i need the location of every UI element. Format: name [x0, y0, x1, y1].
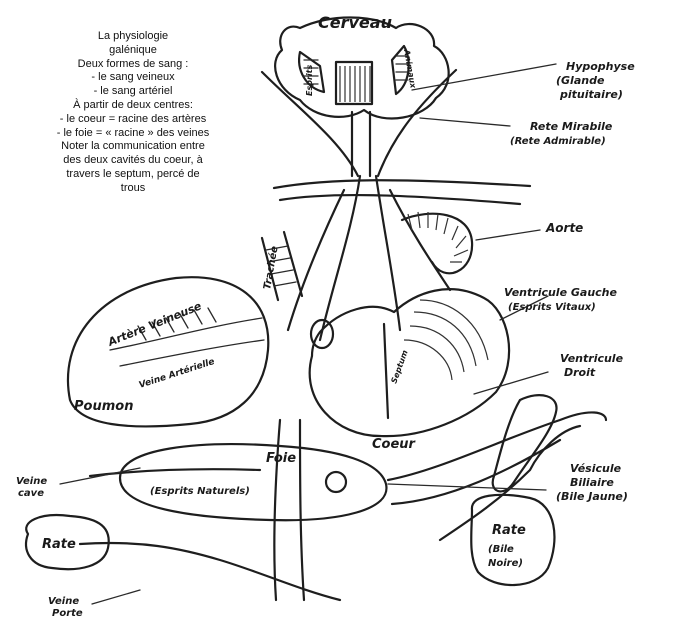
label-veine-cave-1: Veine [16, 476, 47, 487]
label-vesicule-3: (Bile Jaune) [556, 490, 628, 503]
label-bile-noire-1: (Bile [488, 544, 514, 555]
label-rate-left: Rate [42, 537, 76, 552]
caption-line: - le foie = « racine » des veines [2, 127, 264, 141]
caption-line: Deux formes de sang : [2, 58, 264, 72]
label-veine-arterielle: Veine Artérielle [138, 356, 216, 391]
label-ventricule-gauche-2: (Esprits Vitaux) [508, 302, 596, 313]
label-ventricule-droit-1: Ventricule [560, 352, 624, 365]
label-foie: Foie [266, 451, 296, 466]
label-veine-porte-2: Porte [52, 608, 83, 619]
caption-line: À partir de deux centres: [2, 99, 264, 113]
label-bile-noire-2: Noire) [488, 558, 523, 569]
label-trachee: Trachée [261, 245, 280, 291]
caption-line: - le coeur = racine des artères [2, 113, 264, 127]
label-veine-cave-2: cave [18, 488, 44, 499]
caption-line: trous [2, 182, 264, 196]
label-ventricule-gauche-1: Ventricule Gauche [504, 286, 618, 299]
caption-text-block: La physiologie galénique Deux formes de … [2, 30, 264, 196]
label-hypophyse-3: pituitaire) [559, 88, 623, 101]
caption-line: - le sang artériel [2, 85, 264, 99]
caption-line: des deux cavités du coeur, à [2, 154, 264, 168]
label-esprits-naturels: (Esprits Naturels) [150, 486, 250, 497]
caption-line: La physiologie [2, 30, 264, 44]
label-rete-2: (Rete Admirable) [510, 136, 606, 147]
label-ventricule-droit-2: Droit [564, 366, 596, 379]
label-veine-porte-1: Veine [48, 596, 79, 607]
caption-line: Noter la communication entre [2, 140, 264, 154]
label-rate-right: Rate [492, 523, 526, 538]
label-coeur: Coeur [372, 437, 417, 452]
abdomen-drawing [26, 395, 606, 600]
label-vesicule-1: Vésicule [570, 462, 622, 475]
label-vesicule-2: Biliaire [570, 476, 614, 489]
label-cerveau: Cerveau [318, 13, 392, 32]
label-esprits: Esprits [305, 65, 314, 96]
caption-line: travers le septum, percé de [2, 168, 264, 182]
vessels-drawing [262, 70, 530, 340]
label-rete-1: Rete Mirabile [530, 120, 613, 133]
caption-line: galénique [2, 44, 264, 58]
label-septum: Septum [389, 349, 409, 385]
label-hypophyse-1: Hypophyse [566, 60, 635, 73]
label-arteres-veineuses: Artère Veineuse [105, 299, 204, 349]
caption-line: - le sang veineux [2, 71, 264, 85]
heart-drawing [310, 289, 509, 436]
label-hypophyse-2: (Glande [556, 74, 605, 87]
label-aorte: Aorte [545, 221, 583, 235]
label-poumon: Poumon [74, 399, 133, 414]
